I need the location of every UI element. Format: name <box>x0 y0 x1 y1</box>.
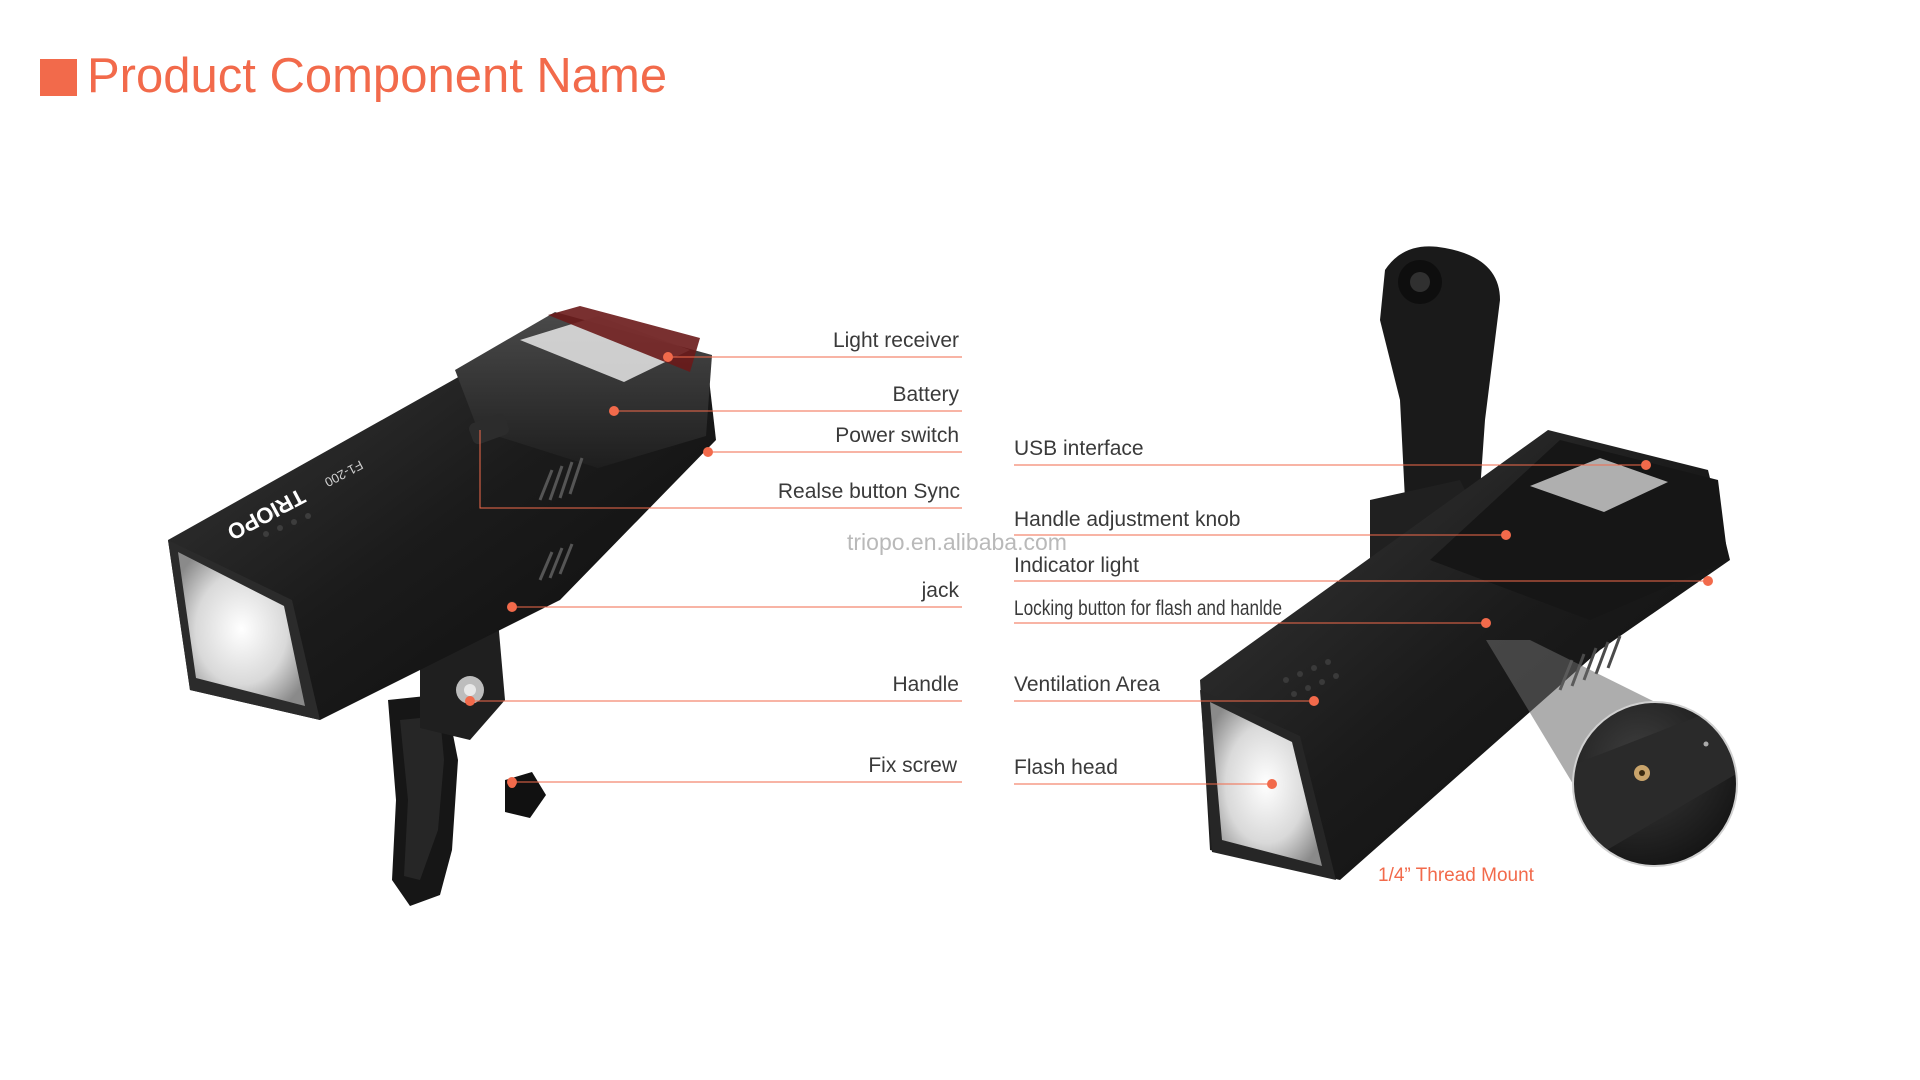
title-marker <box>40 59 77 96</box>
light-receiver-window <box>548 306 700 372</box>
label-battery: Battery <box>892 383 959 406</box>
handle-dot <box>465 696 475 706</box>
label-ventilation-area: Ventilation Area <box>1014 673 1160 696</box>
usb-interface-dot <box>1641 460 1651 470</box>
label-handle: Handle <box>892 673 959 696</box>
left-flash-head-lens <box>178 552 305 706</box>
right-ventilation-dots <box>1283 659 1339 697</box>
power-switch-shape <box>469 413 509 445</box>
locking-button-dot <box>1481 618 1491 628</box>
power-switch-dot <box>703 447 713 457</box>
label-usb-interface: USB interface <box>1014 437 1144 460</box>
label-light-receiver: Light receiver <box>832 329 959 352</box>
jack-dot <box>507 602 517 612</box>
right-handle-grip <box>1380 246 1500 540</box>
right-label-sticker <box>1530 458 1668 512</box>
page-title: Product Component Name <box>87 49 668 103</box>
inset-cone <box>1486 640 1655 784</box>
label-fix-screw: Fix screw <box>868 754 957 777</box>
thread-mount-inset <box>1572 701 1738 867</box>
label-jack: jack <box>921 579 959 602</box>
handle-adjustment-knob-dot <box>1501 530 1511 540</box>
label-flash-head: Flash head <box>1014 756 1118 779</box>
battery-label-sticker <box>520 316 690 382</box>
light-receiver-dot <box>663 352 673 362</box>
watermark: triopo.en.alibaba.com <box>847 529 1067 555</box>
ventilation-area-dot <box>1309 696 1319 706</box>
label-indicator-light: Indicator light <box>1014 554 1139 577</box>
left-vent-slots <box>538 457 584 581</box>
label-thread-mount: 1/4” Thread Mount <box>1378 865 1534 886</box>
flash-head-dot <box>1267 779 1277 789</box>
right-leader-lines <box>1014 464 1708 785</box>
label-power-switch: Power switch <box>835 424 959 447</box>
label-handle-adjustment-knob: Handle adjustment knob <box>1014 508 1241 531</box>
left-ventilation-dots <box>255 499 311 537</box>
fix-screw-dot <box>507 777 517 787</box>
left-flash-unit: TRIOPO F1-200 <box>168 306 716 906</box>
label-locking-button: Locking button for flash and hanlde <box>1014 597 1283 620</box>
callout-dots <box>465 352 1713 789</box>
indicator-light-dot <box>1703 576 1713 586</box>
battery-dot <box>609 406 619 416</box>
left-leader-lines <box>470 356 962 783</box>
label-release-button-sync: Realse button Sync <box>777 480 960 503</box>
right-flash-unit <box>1200 246 1730 880</box>
